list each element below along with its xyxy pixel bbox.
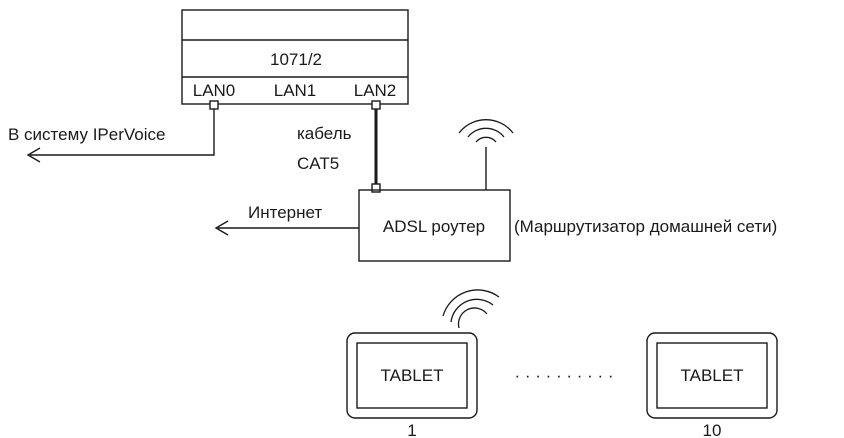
ipervoice-arrow-icon bbox=[26, 147, 41, 163]
router-wifi-icon bbox=[458, 119, 514, 143]
port-lan1-label: LAN1 bbox=[274, 81, 317, 100]
tablet-10-frame bbox=[646, 332, 778, 419]
tablet-ellipsis: · · · · · · · · · · bbox=[514, 366, 613, 385]
tablet-1-frame bbox=[346, 332, 478, 419]
tablet-10-screen bbox=[656, 342, 768, 409]
tablet-1-label: TABLET bbox=[381, 366, 444, 385]
cable-label: кабель bbox=[297, 124, 352, 143]
tablet-10-number: 10 bbox=[703, 421, 722, 438]
device-box bbox=[181, 9, 409, 105]
router-port-icon bbox=[371, 183, 381, 193]
internet-arrow-icon bbox=[214, 220, 229, 236]
internet-connection: Интернет bbox=[214, 203, 359, 236]
ipervoice-line bbox=[30, 109, 215, 156]
port-lan2-label: LAN2 bbox=[354, 81, 397, 100]
router-box bbox=[358, 189, 511, 262]
cable-type-label: CAT5 bbox=[297, 154, 339, 173]
internet-label: Интернет bbox=[248, 203, 322, 222]
tablet-10-label: TABLET bbox=[681, 366, 744, 385]
lan2-connection: кабель CAT5 bbox=[297, 100, 381, 193]
tablet-1-number: 1 bbox=[407, 421, 416, 438]
device-model-label: 1071/2 bbox=[270, 50, 322, 69]
device-1071-2: 1071/2 LAN0 LAN1 LAN2 bbox=[181, 9, 409, 105]
tablet-10: TABLET 10 bbox=[646, 332, 778, 438]
router-description: (Маршрутизатор домашней сети) bbox=[514, 217, 777, 236]
ipervoice-label: В систему IPerVoice bbox=[8, 125, 165, 144]
tablet-wifi-icon bbox=[442, 289, 500, 329]
tablet-1: TABLET 1 bbox=[346, 289, 500, 438]
adsl-router: ADSL роутер (Маршрутизатор домашней сети… bbox=[358, 119, 777, 262]
lan0-connection: В систему IPerVoice bbox=[8, 100, 219, 163]
tablet-1-screen bbox=[356, 342, 468, 409]
lan2-port-icon bbox=[371, 100, 381, 110]
port-lan0-label: LAN0 bbox=[193, 81, 236, 100]
lan0-port-icon bbox=[209, 100, 219, 110]
router-label: ADSL роутер bbox=[383, 217, 485, 236]
